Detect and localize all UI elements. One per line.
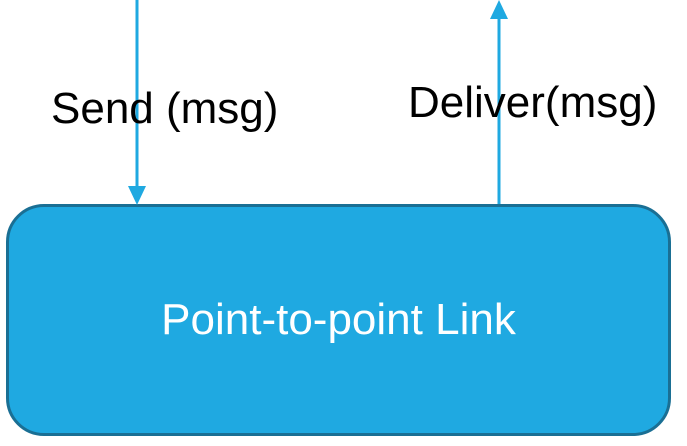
link-box-label: Point-to-point Link xyxy=(161,295,516,344)
deliver-arrow-icon xyxy=(490,0,508,204)
send-label: Send (msg) xyxy=(51,84,279,133)
send-arrow-icon xyxy=(128,0,146,205)
arrow-down-icon xyxy=(128,186,146,205)
point-to-point-link-box: Point-to-point Link xyxy=(6,204,671,436)
deliver-label: Deliver(msg) xyxy=(408,78,658,127)
arrow-up-icon xyxy=(490,0,508,19)
